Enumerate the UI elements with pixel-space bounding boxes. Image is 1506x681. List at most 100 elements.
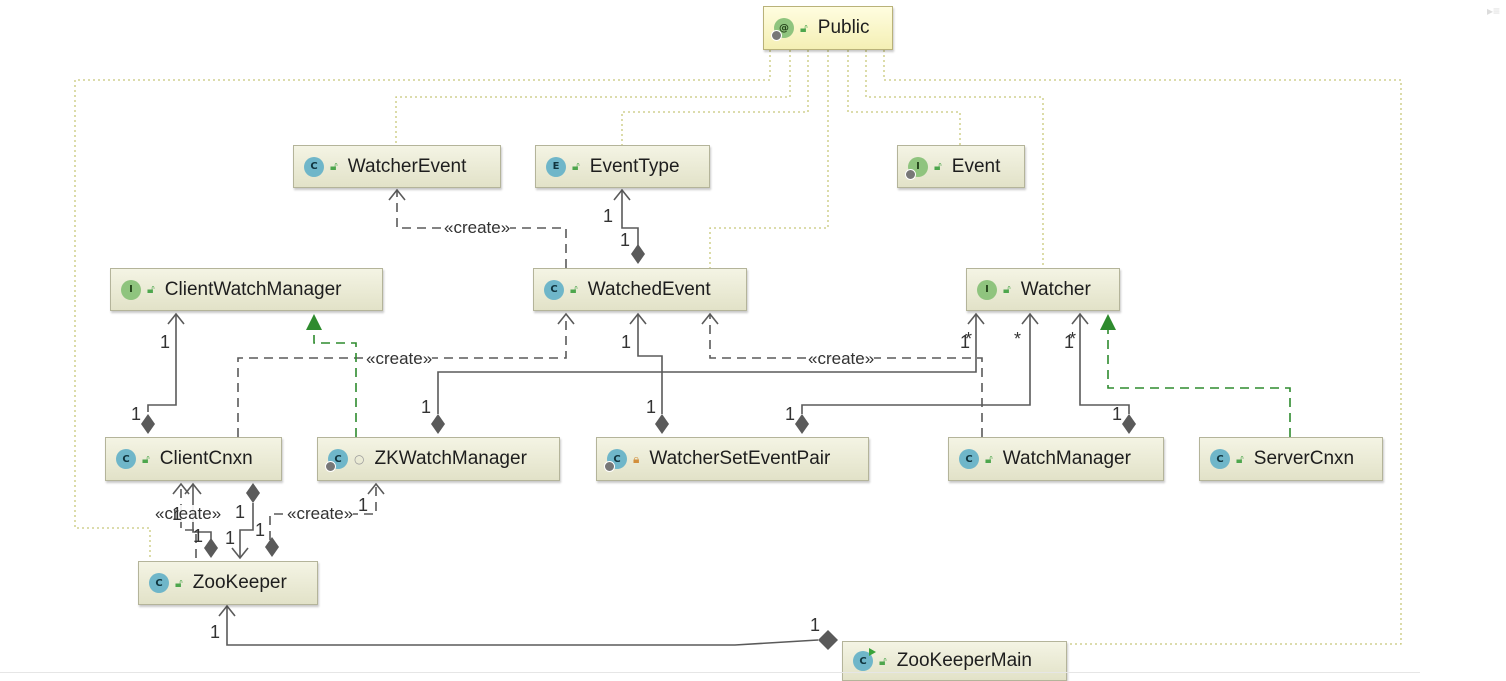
node-label: Public [817, 17, 870, 38]
dependency-watchmanager-to-watched [709, 314, 983, 437]
multiplicity-label: 1 [785, 404, 796, 424]
public-visibility-icon: 🔓︎ [330, 159, 338, 173]
public-visibility-icon: 🔓︎ [572, 159, 580, 173]
realization-zkwatch-clientwatch [313, 328, 357, 437]
multiplicity-label: * [1069, 329, 1077, 349]
multiplicity-label: 1 [225, 528, 236, 548]
create-dependencies [180, 190, 983, 558]
watcher-node[interactable]: I 🔓︎ Watcher [966, 268, 1120, 311]
create-label: «create» [155, 504, 222, 523]
corner-toolbar-icon[interactable]: ▸≡ [1486, 4, 1500, 18]
multiplicity-label: 1 [235, 502, 246, 522]
node-label: ZooKeeper [192, 572, 287, 593]
assoc-watched-eventtype [621, 190, 639, 246]
interface-icon: I [121, 279, 141, 300]
multiplicity-label: 1 [160, 332, 171, 352]
node-label: WatcherEvent [347, 155, 467, 177]
multiplicity-label: 1 [358, 495, 369, 515]
multiplicity-label: 1 [421, 397, 432, 417]
runnable-class-icon: C [853, 648, 876, 671]
node-label: Watcher [1020, 278, 1091, 300]
client-cnxn-node[interactable]: C 🔓︎ ClientCnxn [105, 437, 282, 481]
multiplicity-label: 1 [193, 526, 204, 546]
public-visibility-icon: 🔓︎ [934, 159, 942, 173]
node-label: WatchedEvent [587, 278, 711, 300]
zk-watch-manager-node[interactable]: C ○ ZKWatchManager [317, 437, 560, 481]
class-icon: C [149, 573, 169, 593]
public-visibility-icon: 🔓︎ [147, 282, 155, 296]
create-label: «create» [808, 349, 875, 368]
zookeeper-node[interactable]: C 🔓︎ ZooKeeper [138, 561, 318, 605]
interface-icon: I [977, 279, 997, 300]
public-visibility-icon: 🔓︎ [1236, 451, 1244, 466]
private-visibility-icon: 🔒︎ [633, 451, 640, 466]
class-icon: C [325, 449, 348, 472]
multiplicity-label: 1 [646, 397, 657, 417]
assoc-pair-watched [637, 314, 663, 414]
public-visibility-icon: 🔓︎ [142, 451, 150, 466]
annotation-icon: @ [771, 18, 794, 41]
watcher-set-event-pair-node[interactable]: C 🔒︎ WatcherSetEventPair [596, 437, 869, 481]
annotation-link-zookeeper [74, 50, 771, 560]
assoc-watchmanager-watcher [1079, 314, 1130, 414]
realization-arrowhead [306, 314, 322, 330]
node-label: ClientWatchManager [164, 278, 342, 300]
create-label: «create» [287, 504, 354, 523]
realization-servercnxn-watcher [1107, 328, 1291, 437]
class-icon: C [304, 156, 324, 177]
create-label: «create» [444, 218, 511, 237]
class-icon: C [604, 449, 627, 472]
multiplicity-label: * [1014, 329, 1022, 349]
multiplicity-label: 1 [210, 622, 221, 642]
public-visibility-icon: 🔓︎ [1003, 282, 1011, 296]
node-label: ZooKeeperMain [896, 650, 1032, 671]
multiplicity-label: 1 [620, 230, 631, 250]
annotation-link-zookeeper-main [883, 50, 1402, 645]
class-icon: C [544, 279, 564, 300]
public-visibility-icon: 🔓︎ [800, 20, 808, 35]
event-type-node[interactable]: E 🔓︎ EventType [535, 145, 710, 188]
node-label: WatchManager [1002, 448, 1131, 469]
assoc-zookeeper-clientcnxn-b [239, 503, 254, 558]
assoc-pair-watcher [801, 314, 1031, 414]
create-label: «create» [366, 349, 433, 368]
node-label: ClientCnxn [159, 448, 253, 469]
node-label: WatcherSetEventPair [649, 448, 831, 469]
multiplicity-label: 1 [1112, 404, 1123, 424]
multiplicity-label: 1 [810, 615, 821, 635]
annotation-link-event [847, 50, 961, 145]
class-icon: C [1210, 449, 1230, 469]
associations [147, 190, 1130, 646]
watcher-event-node[interactable]: C 🔓︎ WatcherEvent [293, 145, 501, 188]
assoc-zkwatch-watcher [437, 314, 977, 414]
multiplicity-label: * [965, 329, 973, 349]
node-label: Event [951, 155, 1001, 177]
annotation-link-event-type [621, 50, 809, 145]
event-node[interactable]: I 🔓︎ Event [897, 145, 1025, 188]
multiplicity-label: 1 [960, 332, 971, 352]
multiplicity-label: 1 [172, 504, 183, 524]
assoc-main-zookeeper [226, 606, 819, 646]
public-annotation-node[interactable]: @ 🔓︎ Public [763, 6, 893, 50]
enum-icon: E [546, 156, 566, 177]
watched-event-node[interactable]: C 🔓︎ WatchedEvent [533, 268, 747, 311]
zookeeper-main-node[interactable]: C 🔓︎ ZooKeeperMain [842, 641, 1067, 681]
dependency-clientcnxn-to-watched [237, 314, 567, 437]
multiplicity-label: 1 [131, 404, 142, 424]
client-watch-manager-node[interactable]: I 🔓︎ ClientWatchManager [110, 268, 383, 311]
annotation-interface-icon: I [905, 156, 928, 180]
multiplicity-label: 1 [621, 332, 632, 352]
public-visibility-icon: 🔓︎ [570, 282, 578, 296]
annotation-links [74, 50, 1402, 645]
composition-diamonds [141, 244, 1136, 650]
class-icon: C [116, 449, 136, 469]
multiplicity-label: 1 [603, 206, 614, 226]
node-label: ServerCnxn [1253, 448, 1355, 469]
server-cnxn-node[interactable]: C 🔓︎ ServerCnxn [1199, 437, 1383, 481]
bottom-divider [0, 672, 1420, 673]
node-label: ZKWatchManager [374, 448, 527, 469]
watch-manager-node[interactable]: C 🔓︎ WatchManager [948, 437, 1164, 481]
public-visibility-icon: 🔓︎ [985, 451, 993, 466]
navigability-arrows [167, 188, 1089, 617]
